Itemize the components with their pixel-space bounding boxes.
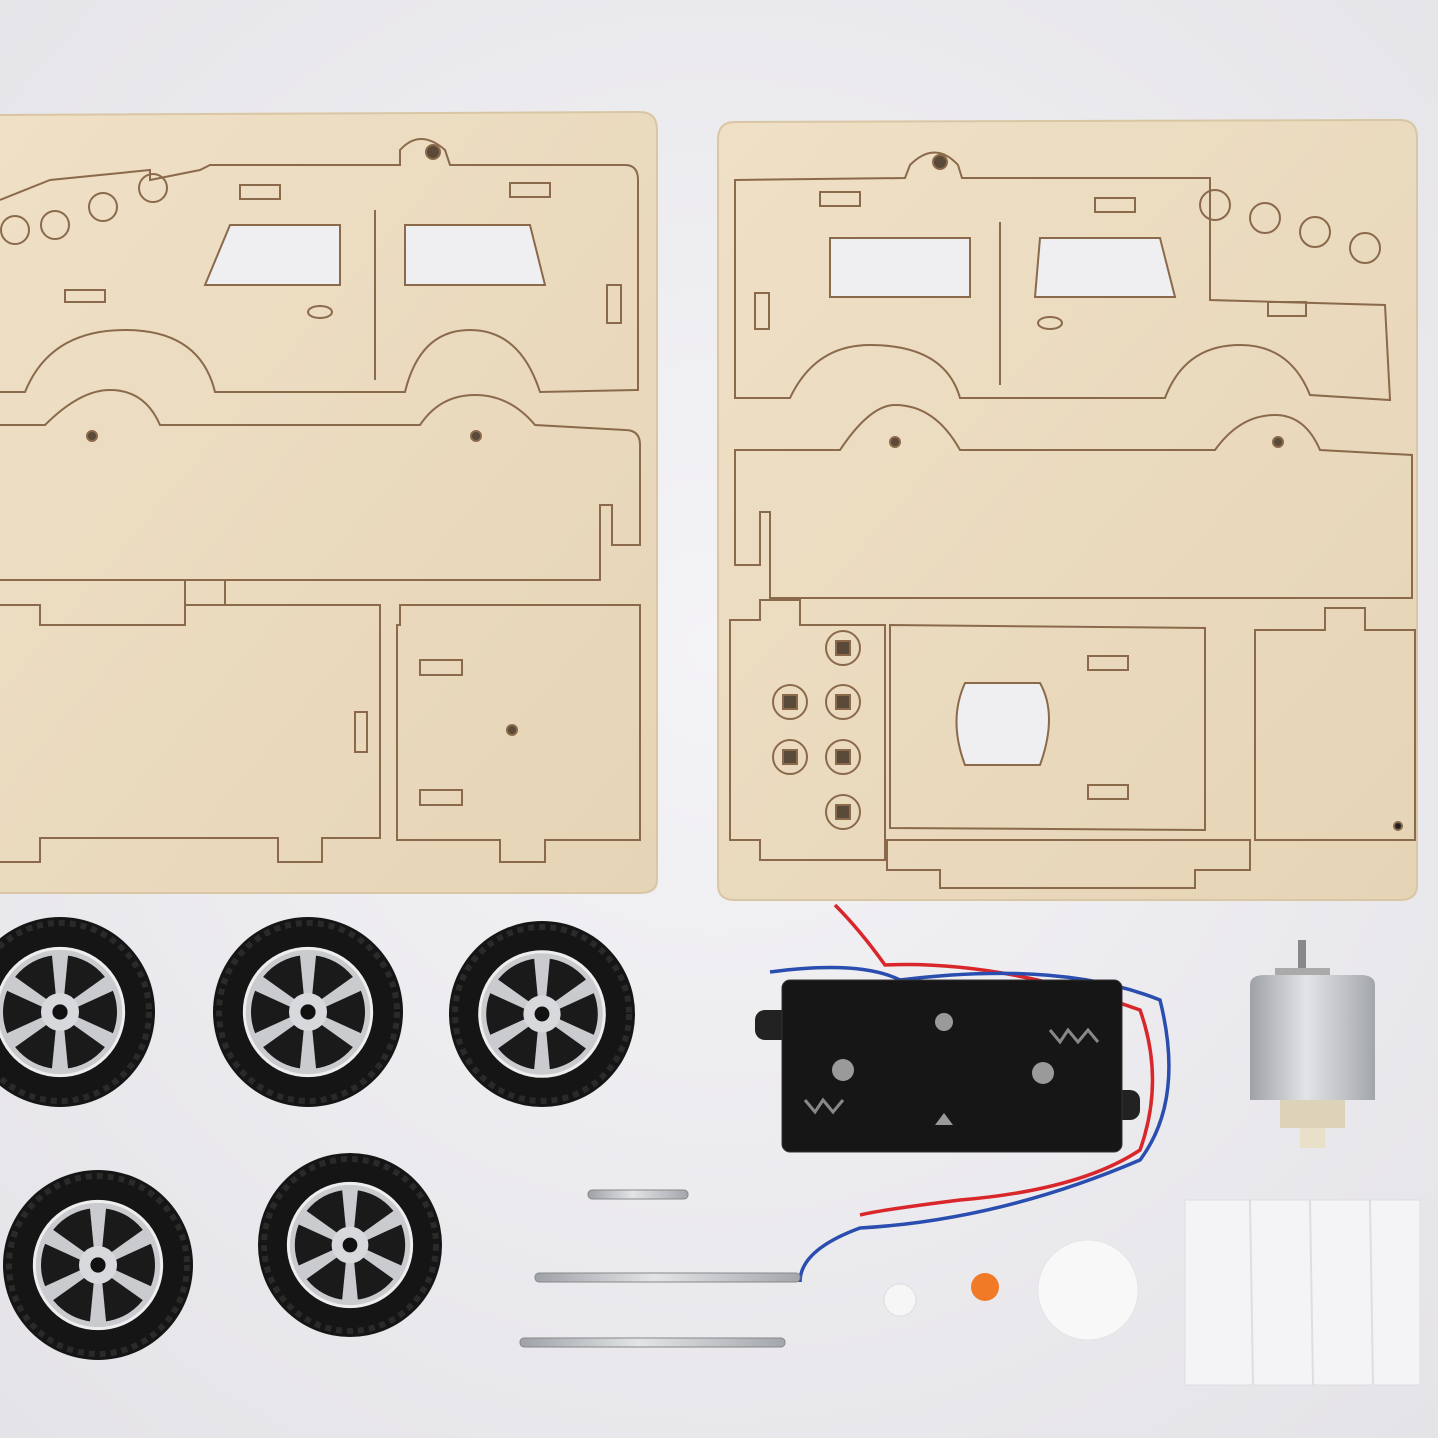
- axles: [519, 1189, 801, 1348]
- wheel: [3, 1170, 193, 1360]
- battery-holder: [755, 979, 1140, 1153]
- gears: [883, 1239, 1139, 1341]
- wheel: [213, 917, 403, 1107]
- wooden-sheet-left: [0, 110, 658, 894]
- wooden-sheet-right: [717, 118, 1418, 901]
- foam-pads: [1184, 1199, 1421, 1386]
- wheels: [0, 917, 635, 1360]
- wheel: [0, 917, 155, 1107]
- wheel: [258, 1153, 442, 1337]
- wheel: [449, 921, 635, 1107]
- motor: [1250, 940, 1375, 1148]
